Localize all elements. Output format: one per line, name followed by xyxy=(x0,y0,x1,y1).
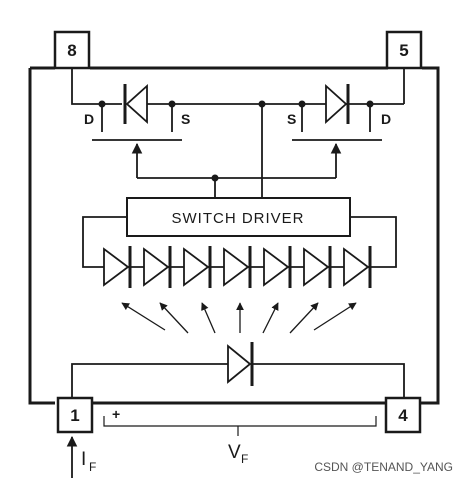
pin-5-label: 5 xyxy=(399,41,408,60)
switch-driver: SWITCH DRIVER xyxy=(126,197,351,237)
light-rays xyxy=(121,302,357,334)
pin-1: 1 xyxy=(56,396,94,434)
light-ray xyxy=(159,302,189,334)
photodiode xyxy=(103,246,132,288)
pin-1-label: 1 xyxy=(70,406,79,425)
vf-subscript: F xyxy=(241,452,248,466)
photodiode xyxy=(303,246,332,288)
if-subscript: F xyxy=(89,460,96,474)
pin-4: 4 xyxy=(384,396,422,434)
driver-right-wire xyxy=(350,216,397,268)
light-ray xyxy=(289,302,319,334)
photodiode xyxy=(183,246,212,288)
if-label: I xyxy=(81,449,86,470)
pin-5: 5 xyxy=(385,30,423,70)
photodiode xyxy=(263,246,292,288)
vf-label: V xyxy=(228,442,241,463)
junction-dot xyxy=(211,174,219,182)
right-drain-label: D xyxy=(381,111,391,127)
input-led xyxy=(71,342,405,398)
if-arrow: I F xyxy=(66,435,96,478)
mosfet-right: S D xyxy=(287,83,391,178)
photodiode-array xyxy=(100,246,382,288)
pin-4-label: 4 xyxy=(398,406,408,425)
light-ray xyxy=(121,302,166,331)
switch-driver-label: SWITCH DRIVER xyxy=(172,210,305,227)
photodiode xyxy=(343,246,372,288)
light-ray xyxy=(262,302,279,334)
junction-dot xyxy=(258,100,266,108)
vf-bracket: + V F xyxy=(103,406,377,466)
vf-plus-label: + xyxy=(112,406,120,422)
pin-8-label: 8 xyxy=(67,41,76,60)
body-diode-left xyxy=(125,83,148,125)
watermark: CSDN @TENAND_YANG xyxy=(314,460,453,474)
light-ray xyxy=(313,302,357,331)
mosfet-left: D S xyxy=(84,83,190,178)
photodiode xyxy=(223,246,252,288)
pin-8: 8 xyxy=(53,30,91,70)
led-symbol xyxy=(227,344,252,384)
left-source-label: S xyxy=(181,111,190,127)
light-ray xyxy=(201,302,216,334)
body-diode-right xyxy=(325,83,348,125)
photodiode xyxy=(143,246,172,288)
left-drain-label: D xyxy=(84,111,94,127)
right-source-label: S xyxy=(287,111,296,127)
package-body xyxy=(28,66,440,405)
driver-left-wire xyxy=(82,216,127,268)
